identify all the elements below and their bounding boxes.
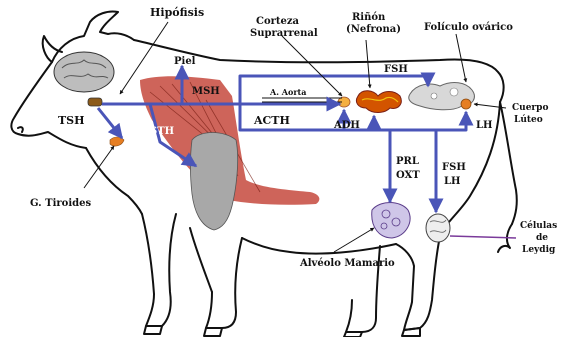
label-acth: ACTH [253,114,290,127]
pathway-lh-right [344,112,466,130]
brain-illustration [54,52,114,92]
label-sth: STH [150,126,174,137]
corpus-luteum [461,99,471,109]
label-celulas-3: Leydig [522,245,556,255]
leader-rinon [366,40,370,88]
label-tsh: TSH [58,114,85,127]
label-msh: MSH [192,86,220,97]
label-fsh-top: FSH [384,64,408,75]
label-rinon-2: (Nefrona) [346,24,401,35]
label-celulas-1: Células [520,220,557,231]
pituitary-gland [88,98,102,106]
thyroid-gland [110,137,124,146]
heart-organ [191,133,238,231]
label-hipofisis: Hipófisis [150,6,204,19]
leader-foliculo [456,34,466,82]
label-corteza-1: Corteza [256,16,300,27]
label-lh-right: LH [476,120,492,131]
label-corteza-2: Suprarrenal [250,28,318,39]
label-tiroides: G. Tiroides [30,198,91,209]
label-lh-mid: LH [444,176,460,187]
label-oxt: OXT [396,170,420,181]
label-rinon-1: Riñón [352,12,386,23]
label-cuerpo-2: Lúteo [514,114,543,125]
label-prl: PRL [396,156,419,167]
label-fsh-mid: FSH [442,162,466,173]
label-aorta: A. Aorta [269,87,306,97]
label-adh: ADH [333,120,360,131]
label-alveolo: Alvéolo Mamario [299,258,395,269]
leydig-cells [426,214,450,242]
pathway-tsh [98,108,122,138]
label-foliculo: Folículo ovárico [424,22,513,33]
mammary-alveolus [372,203,410,239]
kidney-nephron [356,91,401,113]
label-celulas-2: de [536,233,548,243]
label-piel: Piel [174,56,196,67]
label-cuerpo-1: Cuerpo [512,103,548,113]
